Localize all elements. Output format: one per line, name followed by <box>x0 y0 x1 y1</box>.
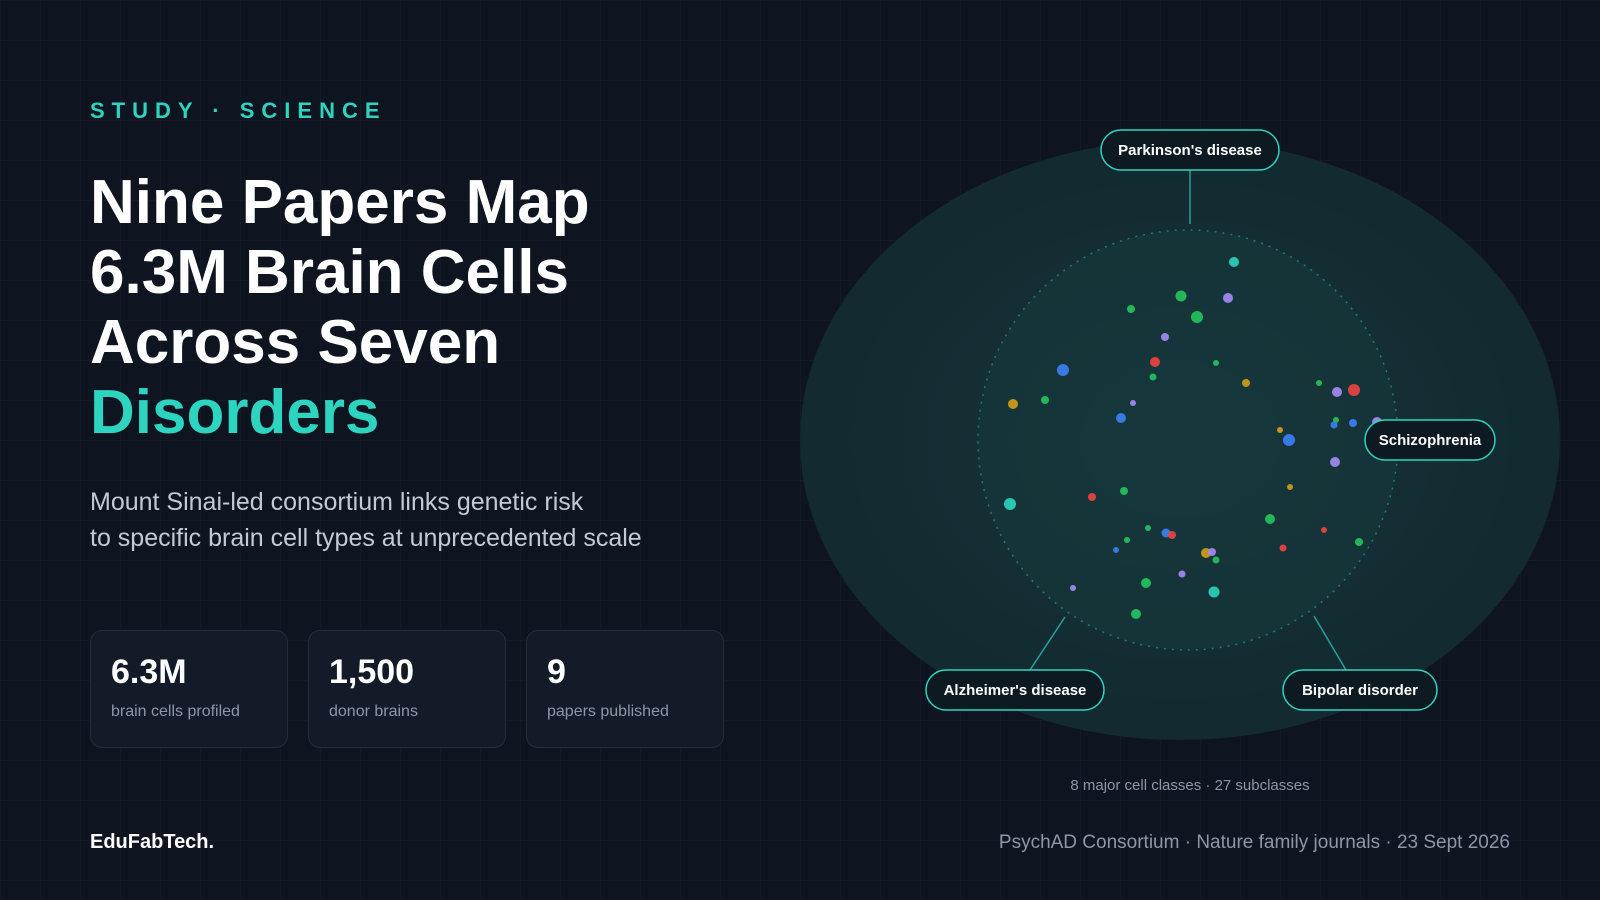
subtitle-line-1: Mount Sinai-led consortium links genetic… <box>90 488 584 516</box>
cell-dot <box>1127 305 1135 313</box>
tag-pill <box>1364 419 1496 461</box>
tag-label: Parkinson's disease <box>1118 142 1262 159</box>
brand-logo: EduFabTech. <box>90 831 215 853</box>
cell-dots <box>1004 257 1382 619</box>
cell-dot <box>1057 364 1069 376</box>
cell-dot <box>1277 427 1283 433</box>
cell-dot <box>1008 399 1018 409</box>
cell-dot <box>1348 384 1360 396</box>
tag-pill <box>925 669 1105 711</box>
cell-dot <box>1070 585 1076 591</box>
cell-dot <box>1168 531 1176 539</box>
left-panel: STUDY · SCIENCE Nine Papers Map 6.3M Bra… <box>90 0 770 900</box>
headline-line-2: 6.3M Brain Cells <box>90 238 569 307</box>
cell-dot <box>1349 419 1357 427</box>
cell-dot <box>1212 556 1220 564</box>
tag-pill <box>1282 669 1438 711</box>
stat-label: brain cells profiled <box>111 703 240 720</box>
headline: Nine Papers Map 6.3M Brain Cells Across … <box>90 168 590 448</box>
headline-line-1: Nine Papers Map <box>90 168 590 237</box>
tag-schizophrenia: Schizophrenia <box>1364 419 1496 461</box>
headline-line-3: Across Seven <box>90 308 501 377</box>
cell-dot <box>1131 609 1141 619</box>
cell-dot <box>1229 257 1239 267</box>
cell-dot <box>1279 544 1287 552</box>
cell-dot <box>1223 293 1233 303</box>
cell-dot <box>1330 421 1338 429</box>
tag-alzheimers: Alzheimer's disease <box>925 669 1105 711</box>
cell-dot <box>1355 538 1363 546</box>
cell-dot <box>1332 387 1342 397</box>
stat-card-papers: 9 papers published <box>526 630 724 748</box>
tag-parkinsons: Parkinson's disease <box>1100 129 1280 171</box>
diagram-caption: 8 major cell classes · 27 subclasses <box>1070 777 1309 794</box>
cell-dot <box>1120 487 1128 495</box>
stats-row: 6.3M brain cells profiled 1,500 donor br… <box>90 630 744 748</box>
tag-label: Bipolar disorder <box>1302 682 1418 699</box>
cell-dot <box>1141 578 1151 588</box>
category-kicker: STUDY · SCIENCE <box>90 98 387 123</box>
connector-bipolar <box>1313 615 1347 671</box>
cell-dot <box>1149 373 1157 381</box>
subtitle-line-2: to specific brain cell types at unpreced… <box>90 524 642 552</box>
cell-dot <box>1113 547 1119 553</box>
footer-source: PsychAD Consortium · Nature family journ… <box>998 832 1510 853</box>
stat-value: 1,500 <box>329 653 415 691</box>
cell-dot <box>1116 413 1126 423</box>
cell-dot <box>1130 400 1136 406</box>
cell-dot <box>1287 484 1293 490</box>
cell-dot <box>1316 380 1322 386</box>
cell-dot <box>1145 525 1151 531</box>
cell-dot <box>1088 493 1096 501</box>
cell-dot <box>1330 457 1340 467</box>
connector-alzheimers <box>1029 616 1066 671</box>
cell-dot <box>1265 514 1275 524</box>
cell-dot <box>1150 357 1160 367</box>
cell-dot <box>1161 333 1169 341</box>
cell-dot <box>1041 396 1049 404</box>
cell-dot <box>1283 434 1295 446</box>
cell-dot <box>1321 527 1327 533</box>
cell-dot <box>1208 548 1216 556</box>
cell-dot <box>1178 570 1186 578</box>
subtitle: Mount Sinai-led consortium links genetic… <box>90 484 730 556</box>
tag-label: Alzheimer's disease <box>944 682 1087 699</box>
tag-bipolar: Bipolar disorder <box>1282 669 1438 711</box>
cell-dot <box>1208 586 1220 598</box>
stat-label: donor brains <box>329 703 418 720</box>
stat-label: papers published <box>547 703 669 720</box>
cell-dot <box>1333 417 1339 423</box>
cell-dot <box>1213 360 1219 366</box>
cell-dot <box>1191 311 1203 323</box>
stat-card-donors: 1,500 donor brains <box>308 630 506 748</box>
cell-dot <box>1175 290 1187 302</box>
headline-accent: Disorders <box>90 378 380 447</box>
cell-dot <box>1242 379 1250 387</box>
stat-value: 6.3M <box>111 653 187 691</box>
cell-dot <box>1004 498 1016 510</box>
stat-value: 9 <box>547 653 566 691</box>
cell-dot <box>1124 537 1130 543</box>
inner-cell-region <box>977 229 1399 651</box>
tag-label: Schizophrenia <box>1379 432 1482 449</box>
tag-pill <box>1100 129 1280 171</box>
stat-card-cells: 6.3M brain cells profiled <box>90 630 288 748</box>
